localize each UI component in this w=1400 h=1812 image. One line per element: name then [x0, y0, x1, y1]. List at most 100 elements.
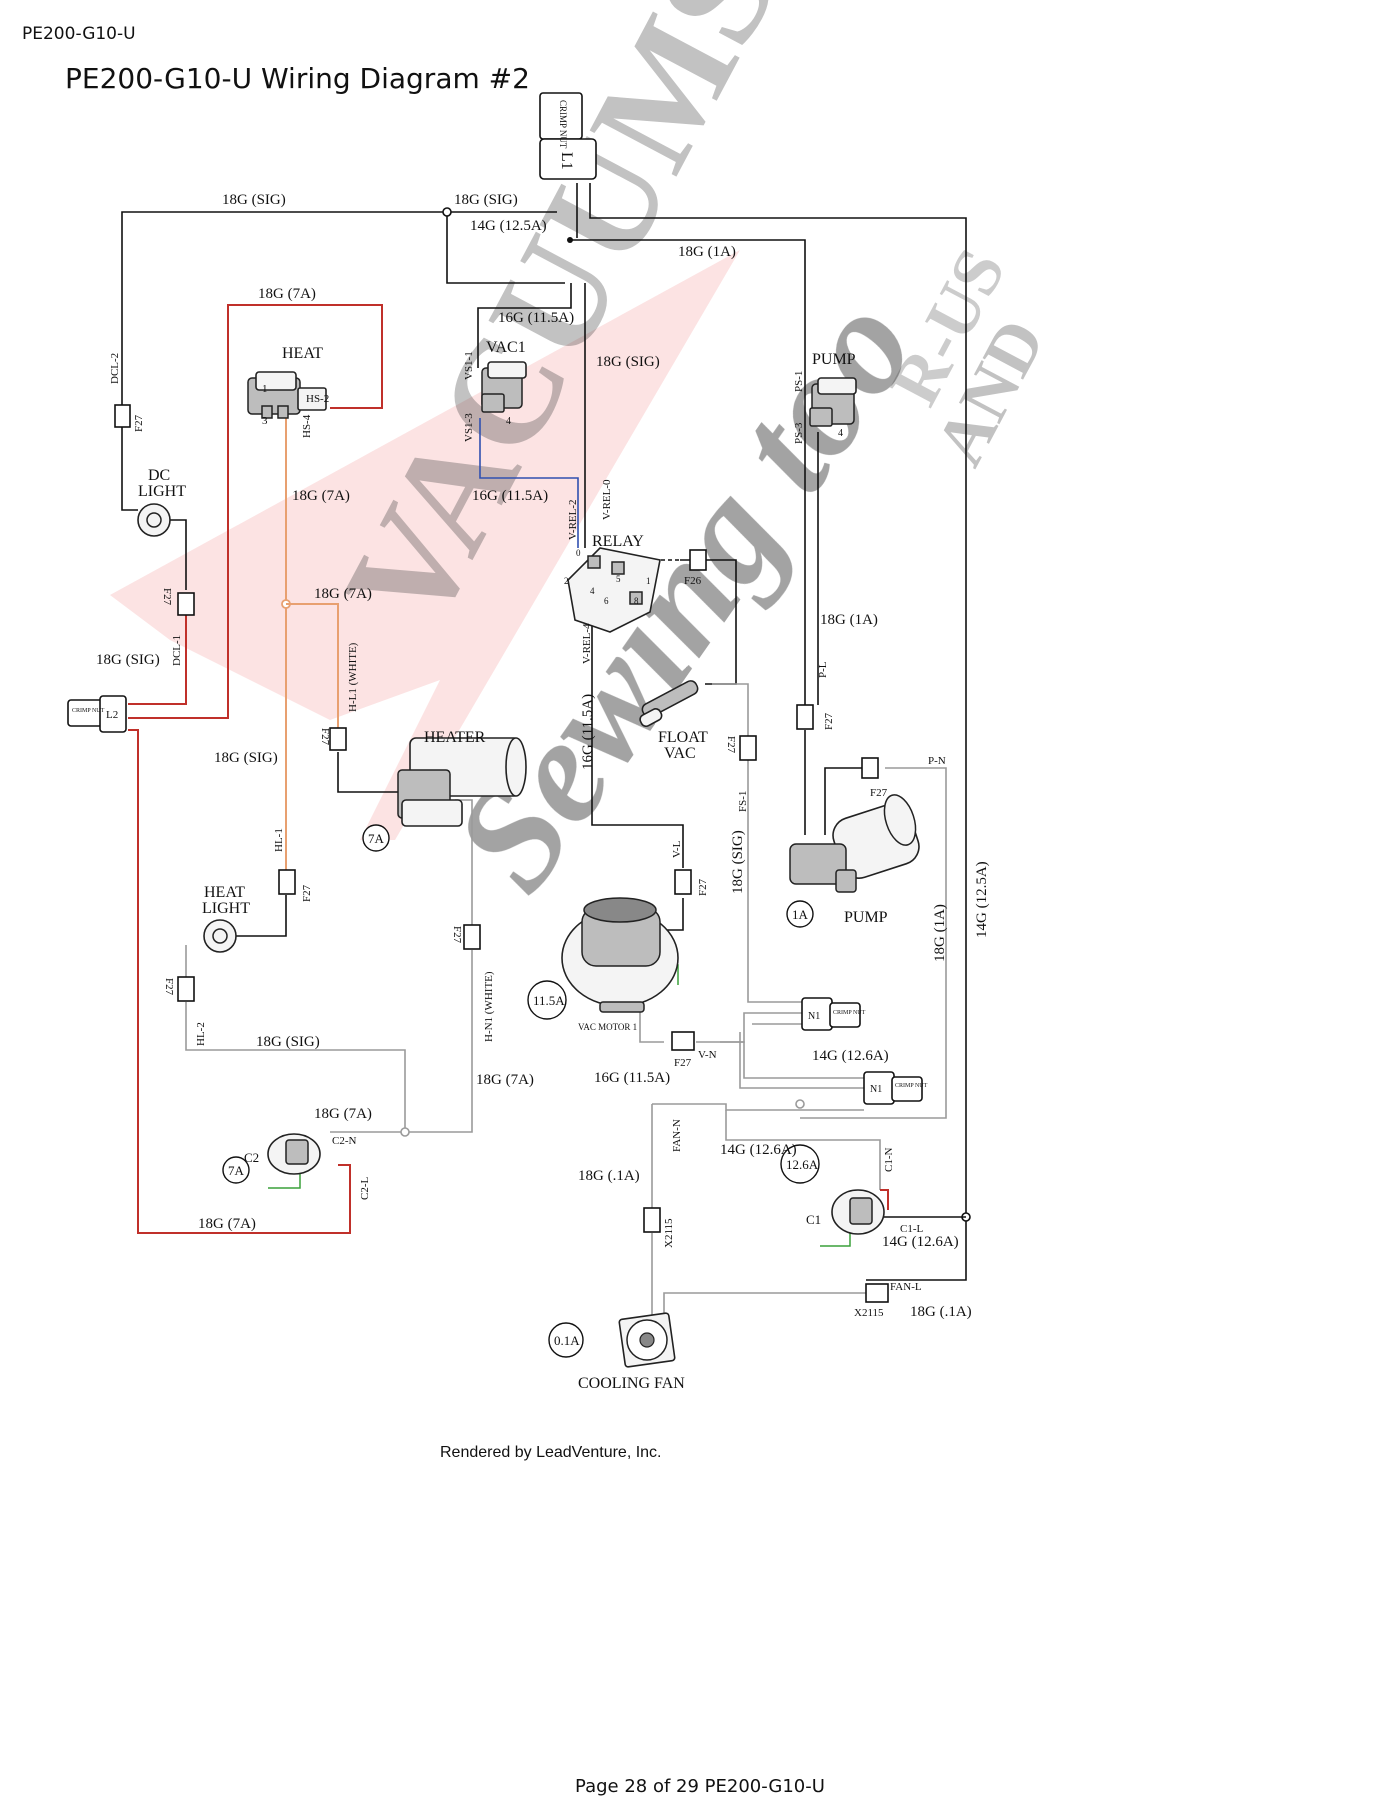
lbl-vrel2: V-REL-2	[567, 499, 579, 540]
fuse-pn	[861, 757, 879, 779]
lbl-dcl1: DCL-1	[171, 635, 183, 666]
n1-top-label: N1	[808, 1011, 820, 1022]
relay-p4: 4	[590, 586, 595, 596]
lbl-f27-vl: F27	[697, 878, 709, 896]
wire-c1n	[725, 1110, 881, 1190]
float-vac-label2: VAC	[664, 745, 696, 762]
c2-receptacle	[267, 1133, 321, 1175]
vacmotor-rating-circle	[527, 980, 567, 1020]
wire-fs1-down	[747, 760, 802, 1003]
wl-sig-vert: 18G (SIG)	[730, 830, 746, 894]
vac-motor-label: VAC MOTOR 1	[578, 1022, 637, 1032]
heat-pin-hs2: HS-2	[306, 393, 329, 405]
wire-c1n-red	[880, 1189, 889, 1210]
wire-hl1-light	[236, 895, 287, 937]
lbl-f26: F26	[684, 575, 702, 587]
wl-115-vac: 16G (11.5A)	[498, 310, 574, 326]
lbl-f27-hl2: F27	[163, 978, 175, 996]
wire-pn-pump	[824, 767, 862, 835]
wl-7a-c2: 18G (7A)	[314, 1106, 372, 1122]
c2-label: C2	[244, 1150, 259, 1165]
relay-label: RELAY	[592, 533, 644, 550]
heat-light-label2: LIGHT	[202, 900, 250, 917]
wire-dcl	[121, 432, 138, 511]
vac-motor-rating: 11.5A	[533, 993, 565, 1008]
lbl-fs1: FS-1	[737, 791, 749, 812]
lbl-f27-fs1: F27	[725, 736, 737, 754]
fuse-pl	[796, 704, 814, 730]
fuse-vn	[671, 1031, 695, 1051]
wire-hl2-down	[185, 1002, 406, 1131]
heater	[397, 737, 527, 827]
l2-connector: CRIMP NUT L2	[67, 695, 127, 733]
c1-rating-circle	[780, 1144, 820, 1184]
c2-rating-circle	[222, 1156, 250, 1184]
lbl-fanl: FAN-L	[890, 1281, 922, 1293]
wl-sig-top-mid: 18G (SIG)	[454, 192, 518, 208]
c1-rating: 12.6A	[786, 1157, 819, 1172]
fuse-fanl	[865, 1283, 889, 1303]
junction-sig	[442, 207, 452, 217]
lbl-f27-pl: F27	[823, 712, 835, 730]
fuse-f26	[689, 549, 707, 571]
wl-126-c1l: 14G (12.6A)	[882, 1234, 959, 1250]
lbl-fann: FAN-N	[671, 1119, 683, 1152]
pump-switch-pin-ps3: PS-3	[793, 422, 805, 444]
fuse-dcl1	[177, 592, 195, 616]
wl-7a-mid: 18G (7A)	[314, 586, 372, 602]
l1-label: L1	[558, 152, 575, 170]
wire-vac1-115	[477, 283, 572, 368]
wl-sig-hl2: 18G (SIG)	[256, 1034, 320, 1050]
fuse-fann	[643, 1207, 661, 1233]
wire-dcl1-red	[128, 615, 187, 705]
pump-motor	[789, 794, 920, 893]
dc-light-label1: DC	[148, 467, 170, 484]
dc-light-label2: LIGHT	[138, 483, 186, 500]
page-footer: Page 28 of 29 PE200-G10-U	[575, 1776, 825, 1797]
c2-pin-l: C2-L	[359, 1177, 371, 1201]
page-header: PE200-G10-U	[22, 24, 136, 44]
heater-rating: 7A	[368, 831, 385, 846]
wire-heat-red-top	[128, 304, 383, 719]
lbl-hl1: HL-1	[273, 828, 285, 852]
lbl-f27-dcl2: F27	[133, 414, 145, 432]
n1-bottom-label: N1	[870, 1084, 882, 1095]
vac-motor	[561, 897, 679, 1013]
n1-bottom-connector: N1 CRIMP NUT	[863, 1071, 928, 1105]
wire-fann	[652, 1103, 864, 1111]
pump-switch-label: PUMP	[812, 351, 856, 368]
wire-l2-red-down	[128, 729, 351, 1234]
wire-fanl	[663, 1292, 866, 1316]
heat-pin1: 1	[262, 383, 268, 395]
relay-p0: 0	[576, 548, 581, 558]
cooling-fan-rating: 0.1A	[554, 1333, 580, 1348]
dc-light	[137, 503, 171, 537]
wire-n1-mid	[720, 1041, 864, 1079]
c1-pin-l: C1-L	[900, 1223, 924, 1235]
c1-receptacle	[831, 1189, 885, 1235]
relay-p5: 5	[616, 574, 621, 584]
vac1-switch	[481, 361, 527, 413]
heat-label: HEAT	[282, 345, 323, 362]
relay-p6: 6	[604, 596, 609, 606]
wire-125-right	[589, 183, 967, 1281]
wl-01-fanl: 18G (.1A)	[910, 1304, 972, 1320]
lbl-dcl2: DCL-2	[109, 353, 121, 384]
vac1-pin-vs3: VS1-3	[463, 413, 475, 442]
fuse-hl1	[278, 869, 296, 895]
wire-n1-bridge	[739, 1032, 864, 1089]
wire-vrel4	[591, 612, 684, 868]
fuse-dcl2	[114, 404, 131, 428]
lbl-pn: P-N	[928, 755, 946, 767]
wire-1a-top	[570, 239, 806, 705]
pump-rating: 1A	[792, 907, 809, 922]
wl-125-top: 14G (12.5A)	[470, 218, 547, 234]
pump-switch	[809, 377, 857, 427]
rendered-by: Rendered by LeadVenture, Inc.	[440, 1444, 662, 1461]
lbl-vn: V-N	[698, 1049, 717, 1061]
wl-126-c1n: 14G (12.6A)	[720, 1142, 797, 1158]
junction-c2n	[400, 1127, 410, 1137]
relay-p8: 8	[634, 596, 639, 606]
lbl-hn1-white: H-N1 (WHITE)	[483, 971, 495, 1042]
junction-pn	[795, 1099, 805, 1109]
